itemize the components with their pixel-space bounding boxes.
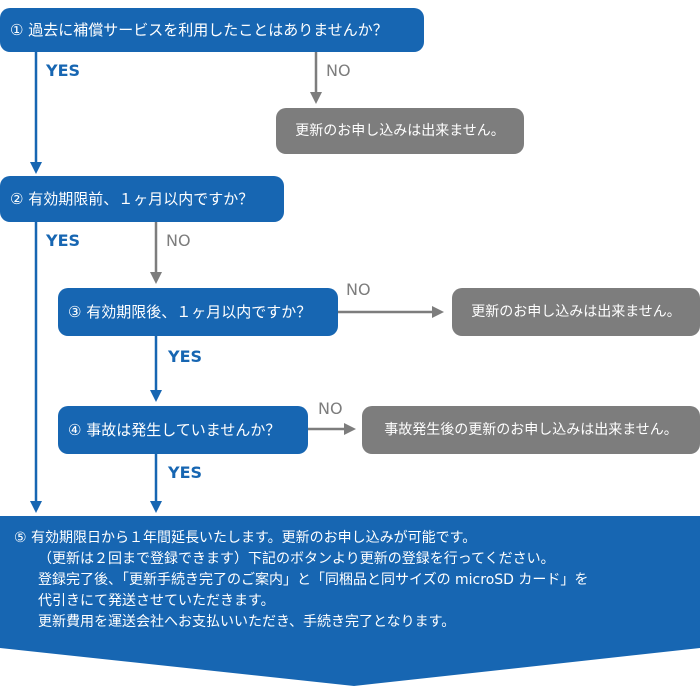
label-q2-yes: YES [46, 231, 81, 250]
label-q4-yes: YES [168, 463, 203, 482]
question-4: ④ 事故は発生していませんか？ [58, 406, 308, 454]
label-q2-no: NO [166, 231, 191, 250]
result-3: 事故発生後の更新のお申し込みは出来ません。 [362, 406, 700, 454]
final-line-2: （更新は２回まで登録できます）下記のボタンより更新の登録を行ってください。 [38, 551, 555, 567]
result-1: 更新のお申し込みは出来ません。 [276, 108, 524, 154]
label-q4-no: NO [318, 399, 343, 418]
final-line-1: ⑤ 有効期限日から１年間延長いたします。更新のお申し込みが可能です。 [14, 530, 477, 546]
final-line-5: 更新費用を運送会社へお支払いいただき、手続き完了となります。 [38, 614, 456, 630]
label-q1-yes: YES [46, 61, 81, 80]
final-line-4: 代引きにて発送させていただきます。 [38, 593, 275, 609]
label-q3-yes: YES [168, 347, 203, 366]
label-q1-no: NO [326, 61, 351, 80]
final-line-3: 登録完了後、「更新手続き完了のご案内」と「同梱品と同サイズの microSD カ… [38, 572, 589, 588]
question-3: ③ 有効期限後、１ヶ月以内ですか？ [58, 288, 338, 336]
final-result-text: ⑤ 有効期限日から１年間延長いたします。更新のお申し込みが可能です。 （更新は２… [14, 528, 694, 633]
result-2: 更新のお申し込みは出来ません。 [452, 288, 700, 336]
question-2: ② 有効期限前、１ヶ月以内ですか？ [0, 176, 284, 222]
question-1: ① 過去に補償サービスを利用したことはありませんか？ [0, 8, 424, 52]
label-q3-no: NO [346, 280, 371, 299]
